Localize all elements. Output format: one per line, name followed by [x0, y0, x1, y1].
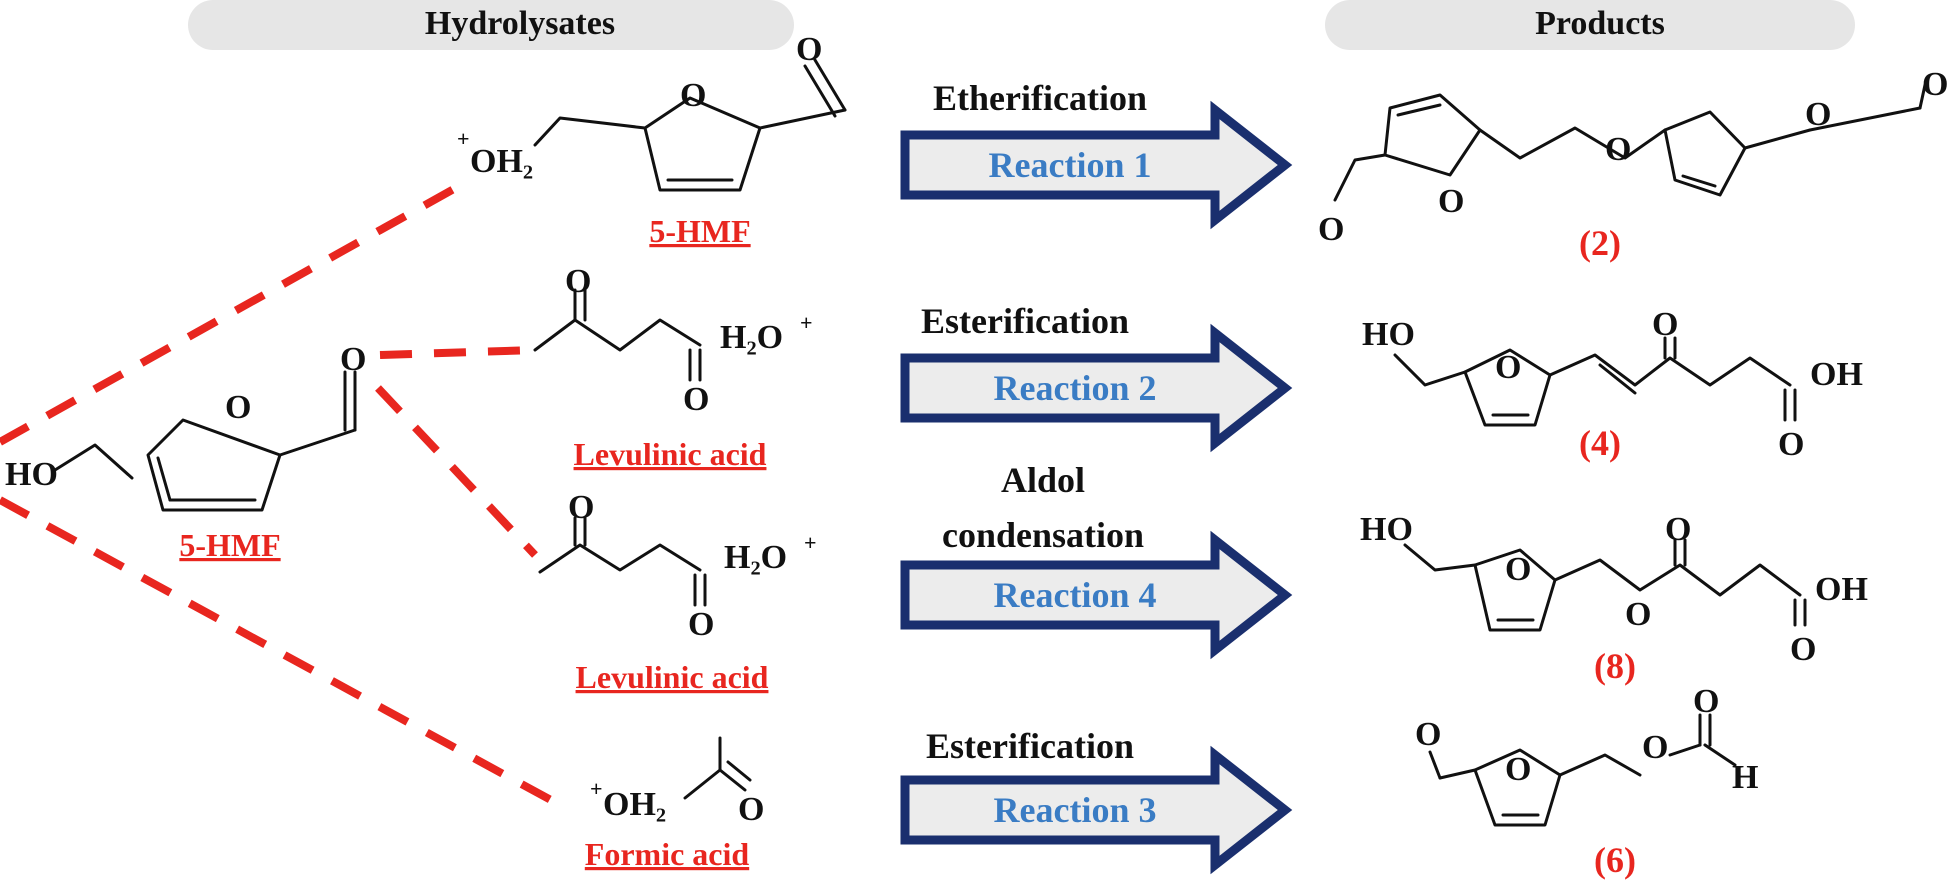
p6-ester-o: O [1642, 729, 1668, 766]
lev1-h2o: H₂O [720, 319, 783, 356]
label-hmf-top: 5-HMF [649, 213, 750, 249]
p6-carbonyl-o: O [1693, 683, 1719, 720]
p6-ring-o: O [1505, 751, 1531, 788]
formic-plus: + [590, 776, 603, 801]
p2-ether-o: O [1605, 131, 1631, 168]
p8-oh: OH [1815, 571, 1868, 608]
reaction-4-arrow [900, 530, 1293, 660]
reaction-4-label: Reaction 4 [994, 575, 1157, 615]
hmf-top-structure: O O + OH₂ [457, 31, 847, 192]
reaction-4-type-line2: condensation [942, 515, 1144, 555]
lev2-h2o: H₂O [724, 539, 787, 576]
lev1-plus: + [800, 310, 813, 335]
hmf-top-ring-o: O [680, 77, 706, 114]
header-pill-right [1325, 0, 1855, 50]
reaction-4-type-line1: Aldol [1001, 460, 1085, 500]
reaction-3-arrow [900, 745, 1293, 875]
reaction-2-type: Esterification [921, 301, 1129, 341]
hmf-top-carbonyl-o: O [796, 31, 822, 68]
p2-ring-o-left: O [1438, 183, 1464, 220]
p4-acid-o: O [1778, 426, 1804, 463]
hmf-top-oh2: OH₂ [470, 143, 533, 180]
p2-o-left: O [1318, 211, 1344, 248]
p8-ho: HO [1360, 511, 1413, 548]
product-2-number: (2) [1579, 223, 1621, 263]
hydrolysate-connectors [0, 176, 562, 809]
hmf-center-structure: O O HO [5, 341, 366, 512]
product-8-number: (8) [1594, 646, 1636, 686]
hmf-center-ho: HO [5, 456, 58, 493]
header-products: Products [1535, 5, 1665, 42]
reaction-2-label: Reaction 2 [994, 368, 1157, 408]
product-6-structure: O O O O H [1415, 683, 1758, 827]
levulinic-2-structure: O O H₂O + [538, 489, 817, 643]
p8-acid-o: O [1790, 631, 1816, 668]
p2-o-right: O [1922, 66, 1948, 103]
p8-ester-o: O [1625, 596, 1651, 633]
hmf-center-carbonyl-o: O [340, 341, 366, 378]
header-hydrolysates: Hydrolysates [425, 5, 615, 42]
product-2-structure: O O O O O [1318, 66, 1948, 248]
formic-o: O [738, 791, 764, 828]
product-4-number: (4) [1579, 423, 1621, 463]
lev1-o-top: O [565, 263, 591, 300]
reaction-2-arrow [900, 323, 1293, 453]
p4-ring-o: O [1495, 349, 1521, 386]
hmf-center-ring-o: O [225, 389, 251, 426]
formic-oh2: OH₂ [603, 786, 666, 823]
p4-oh: OH [1810, 356, 1863, 393]
header-pill-left [188, 0, 794, 50]
lev2-o-top: O [568, 489, 594, 526]
reaction-1-type: Etherification [933, 78, 1147, 118]
lev1-o-bottom: O [683, 381, 709, 418]
hmf-top-plus: + [457, 126, 470, 151]
p4-ho: HO [1362, 316, 1415, 353]
reaction-1-label: Reaction 1 [989, 145, 1152, 185]
label-levulinic-1: Levulinic acid [574, 436, 767, 472]
p6-aldehyde-o: O [1415, 716, 1441, 753]
formic-structure: + OH₂ O [590, 736, 764, 828]
lev2-plus: + [804, 530, 817, 555]
lev2-o-bottom: O [688, 606, 714, 643]
product-8-structure: HO O O O OH O [1360, 511, 1868, 668]
p6-h: H [1732, 759, 1758, 796]
p8-carbonyl-o: O [1665, 511, 1691, 548]
product-4-structure: HO O O OH O [1362, 306, 1863, 463]
p8-ring-o: O [1505, 551, 1531, 588]
reaction-1-arrow [900, 100, 1293, 230]
p4-keto-o: O [1652, 306, 1678, 343]
levulinic-1-structure: O O H₂O + [533, 263, 813, 418]
product-6-number: (6) [1594, 840, 1636, 880]
reaction-3-label: Reaction 3 [994, 790, 1157, 830]
label-levulinic-2: Levulinic acid [576, 659, 769, 695]
label-formic-acid: Formic acid [585, 836, 750, 872]
label-hmf-center: 5-HMF [179, 527, 280, 563]
p2-ring-o-right: O [1805, 96, 1831, 133]
reaction-3-type: Esterification [926, 726, 1134, 766]
